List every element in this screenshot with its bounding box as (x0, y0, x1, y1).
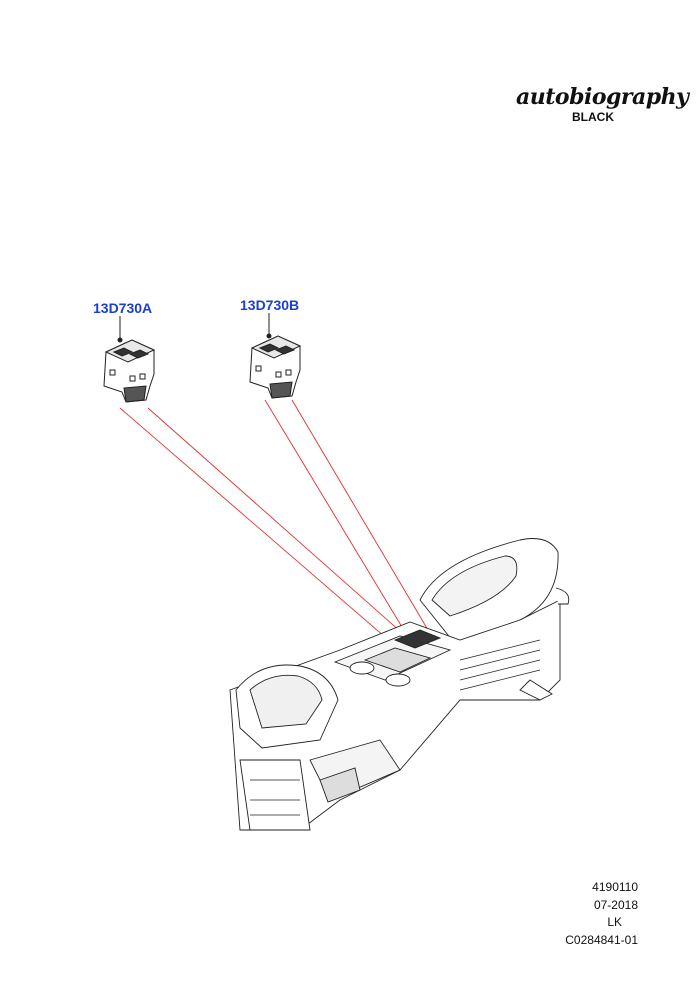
center-console-drawing (229, 538, 570, 831)
leader-line-b1 (264, 399, 406, 633)
leader-line-a1 (119, 407, 401, 651)
leader-lines (119, 399, 429, 651)
catalog-date: 07-2018 (593, 898, 638, 912)
label-pins (117, 313, 272, 343)
leader-line-a2 (147, 407, 411, 641)
switch-pack-icon (249, 335, 302, 399)
catalog-code: 4190110 (592, 880, 638, 894)
catalog-initials: LK (607, 915, 622, 929)
illustration-reference: C0284841-01 (565, 933, 638, 947)
brand-subtitle: BLACK (572, 110, 614, 124)
switch-pack-icon (103, 339, 156, 403)
part-label-13d730b[interactable]: 13D730B (240, 297, 300, 313)
part-label-13d730a[interactable]: 13D730A (93, 300, 153, 316)
leader-line-b2 (291, 399, 429, 631)
